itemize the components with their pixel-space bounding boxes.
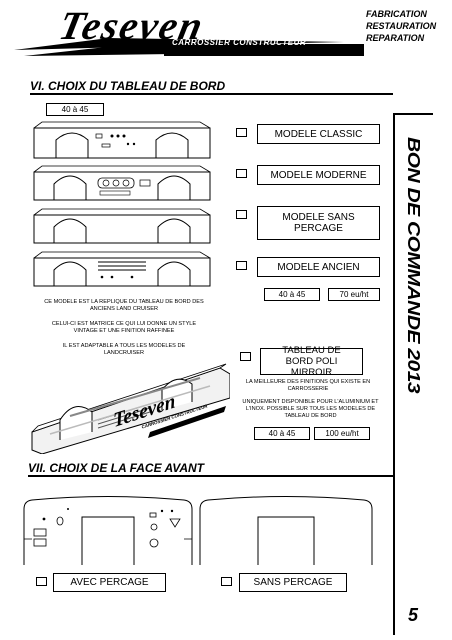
avec-percage-checkbox[interactable] bbox=[36, 577, 47, 586]
service-item: REPARATION bbox=[366, 33, 425, 43]
note-adaptable: IL EST ADAPTABLE A TOUS LES MODELES DE L… bbox=[62, 343, 186, 356]
note-aluminium-inox: UNIQUEMENT DISPONIBLE POUR L'ALUMINIUM E… bbox=[242, 399, 379, 419]
dashboard-drawing-sans-percage bbox=[33, 208, 211, 244]
polished-dashboard-image bbox=[31, 363, 230, 454]
dashboard-drawing-classic bbox=[33, 121, 211, 159]
size-label: 40 à 45 bbox=[46, 103, 104, 116]
dashboard-drawing-ancien bbox=[33, 251, 211, 287]
option-tableau-poli-miroir[interactable]: TABLEAU DE BORD POLI MIRROIR bbox=[260, 345, 363, 378]
section-vi-title: VI. CHOIX DU TABLEAU DE BORD bbox=[30, 79, 393, 95]
sans-percage-face-checkbox[interactable] bbox=[221, 577, 232, 586]
option-modele-sans-percage[interactable]: MODELE SANS PERCAGE bbox=[257, 206, 380, 240]
option-modele-classic[interactable]: MODELE CLASSIC bbox=[257, 124, 380, 144]
brand-logo bbox=[14, 8, 364, 58]
polished-checkbox[interactable] bbox=[240, 352, 251, 361]
polished-size: 40 à 45 bbox=[254, 427, 310, 440]
option-sans-percage[interactable]: SANS PERCAGE bbox=[239, 573, 347, 592]
dashboard-drawing-moderne bbox=[33, 165, 211, 201]
service-item: FABRICATION bbox=[366, 9, 427, 19]
front-panel-with-holes-drawing bbox=[23, 496, 193, 565]
section-vii-title: VII. CHOIX DE LA FACE AVANT bbox=[28, 461, 393, 477]
option-modele-moderne[interactable]: MODELE MODERNE bbox=[257, 165, 380, 185]
ancien-size: 40 à 45 bbox=[264, 288, 320, 301]
sans-percage-checkbox[interactable] bbox=[236, 210, 247, 219]
classic-checkbox[interactable] bbox=[236, 128, 247, 137]
ancien-price: 70 eu/ht bbox=[328, 288, 380, 301]
services-list: FABRICATION RESTAURATION REPARATION bbox=[366, 8, 436, 44]
note-meilleure-finition: LA MEILLEURE DES FINITIONS QUI EXISTE EN… bbox=[245, 379, 371, 392]
logo-swoosh-graphic bbox=[14, 38, 364, 56]
note-replique: CE MODELE EST LA REPLIQUE DU TABLEAU DE … bbox=[44, 299, 204, 312]
moderne-checkbox[interactable] bbox=[236, 169, 247, 178]
option-modele-ancien[interactable]: MODELE ANCIEN bbox=[257, 257, 380, 277]
service-item: RESTAURATION bbox=[366, 21, 437, 31]
sidebar-title: BON DE COMMANDE 2013 bbox=[403, 136, 424, 394]
order-form-sidebar bbox=[393, 113, 433, 635]
note-matrice: CELUI-CI EST MATRICE CE QUI LUI DONNE UN… bbox=[51, 321, 197, 334]
option-avec-percage[interactable]: AVEC PERCAGE bbox=[53, 573, 166, 592]
ancien-checkbox[interactable] bbox=[236, 261, 247, 270]
polished-price: 100 eu/ht bbox=[314, 427, 370, 440]
brand-tagline: CARROSSIER CONSTRUCTEUR bbox=[172, 38, 307, 47]
front-panel-without-holes-drawing bbox=[199, 496, 373, 565]
page-number: 5 bbox=[407, 605, 418, 625]
